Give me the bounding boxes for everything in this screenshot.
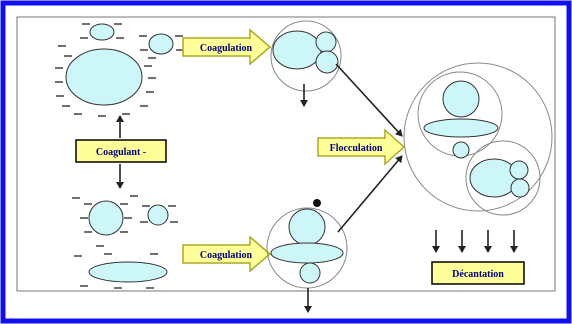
decantation-arrows [432, 230, 518, 253]
arrow-floc-from-bottom [337, 155, 403, 233]
coagulated-floc-bottom [266, 207, 348, 289]
coagulation-arrow-top [182, 28, 272, 66]
small-particle [147, 204, 169, 226]
arrow-floc-from-top [335, 63, 403, 137]
negative-charges-top [55, 23, 184, 117]
coagulant-box [75, 139, 167, 163]
coagulated-floc-top [270, 20, 342, 92]
coagulation-label-top: Coagulation [200, 43, 253, 54]
small-particle [148, 33, 174, 55]
coagulation-label-bottom: Coagulation [200, 250, 253, 261]
decantation-label: Décantation [452, 269, 504, 280]
charged-particles-bottom [88, 200, 169, 283]
large-floc [403, 62, 553, 216]
inner-border [16, 16, 556, 292]
coagulant-dot [313, 199, 321, 207]
coagulation-arrow-bottom [182, 235, 272, 273]
flocculation-arrow [317, 128, 406, 166]
coagulant-label: Coagulant - [96, 147, 146, 158]
sub-floc-boundary [465, 140, 541, 216]
negative-charges-bottom [72, 195, 178, 289]
decantation-box [431, 261, 525, 285]
charged-particles-top [65, 23, 174, 106]
large-particle [65, 48, 143, 106]
small-particle [89, 23, 115, 41]
floc-boundary [270, 20, 342, 92]
floc-boundary [266, 207, 348, 289]
flocculation-label: Flocculation [330, 143, 383, 154]
flat-particle [88, 261, 168, 283]
large-floc-boundary [403, 62, 553, 212]
medium-particle [88, 200, 124, 236]
